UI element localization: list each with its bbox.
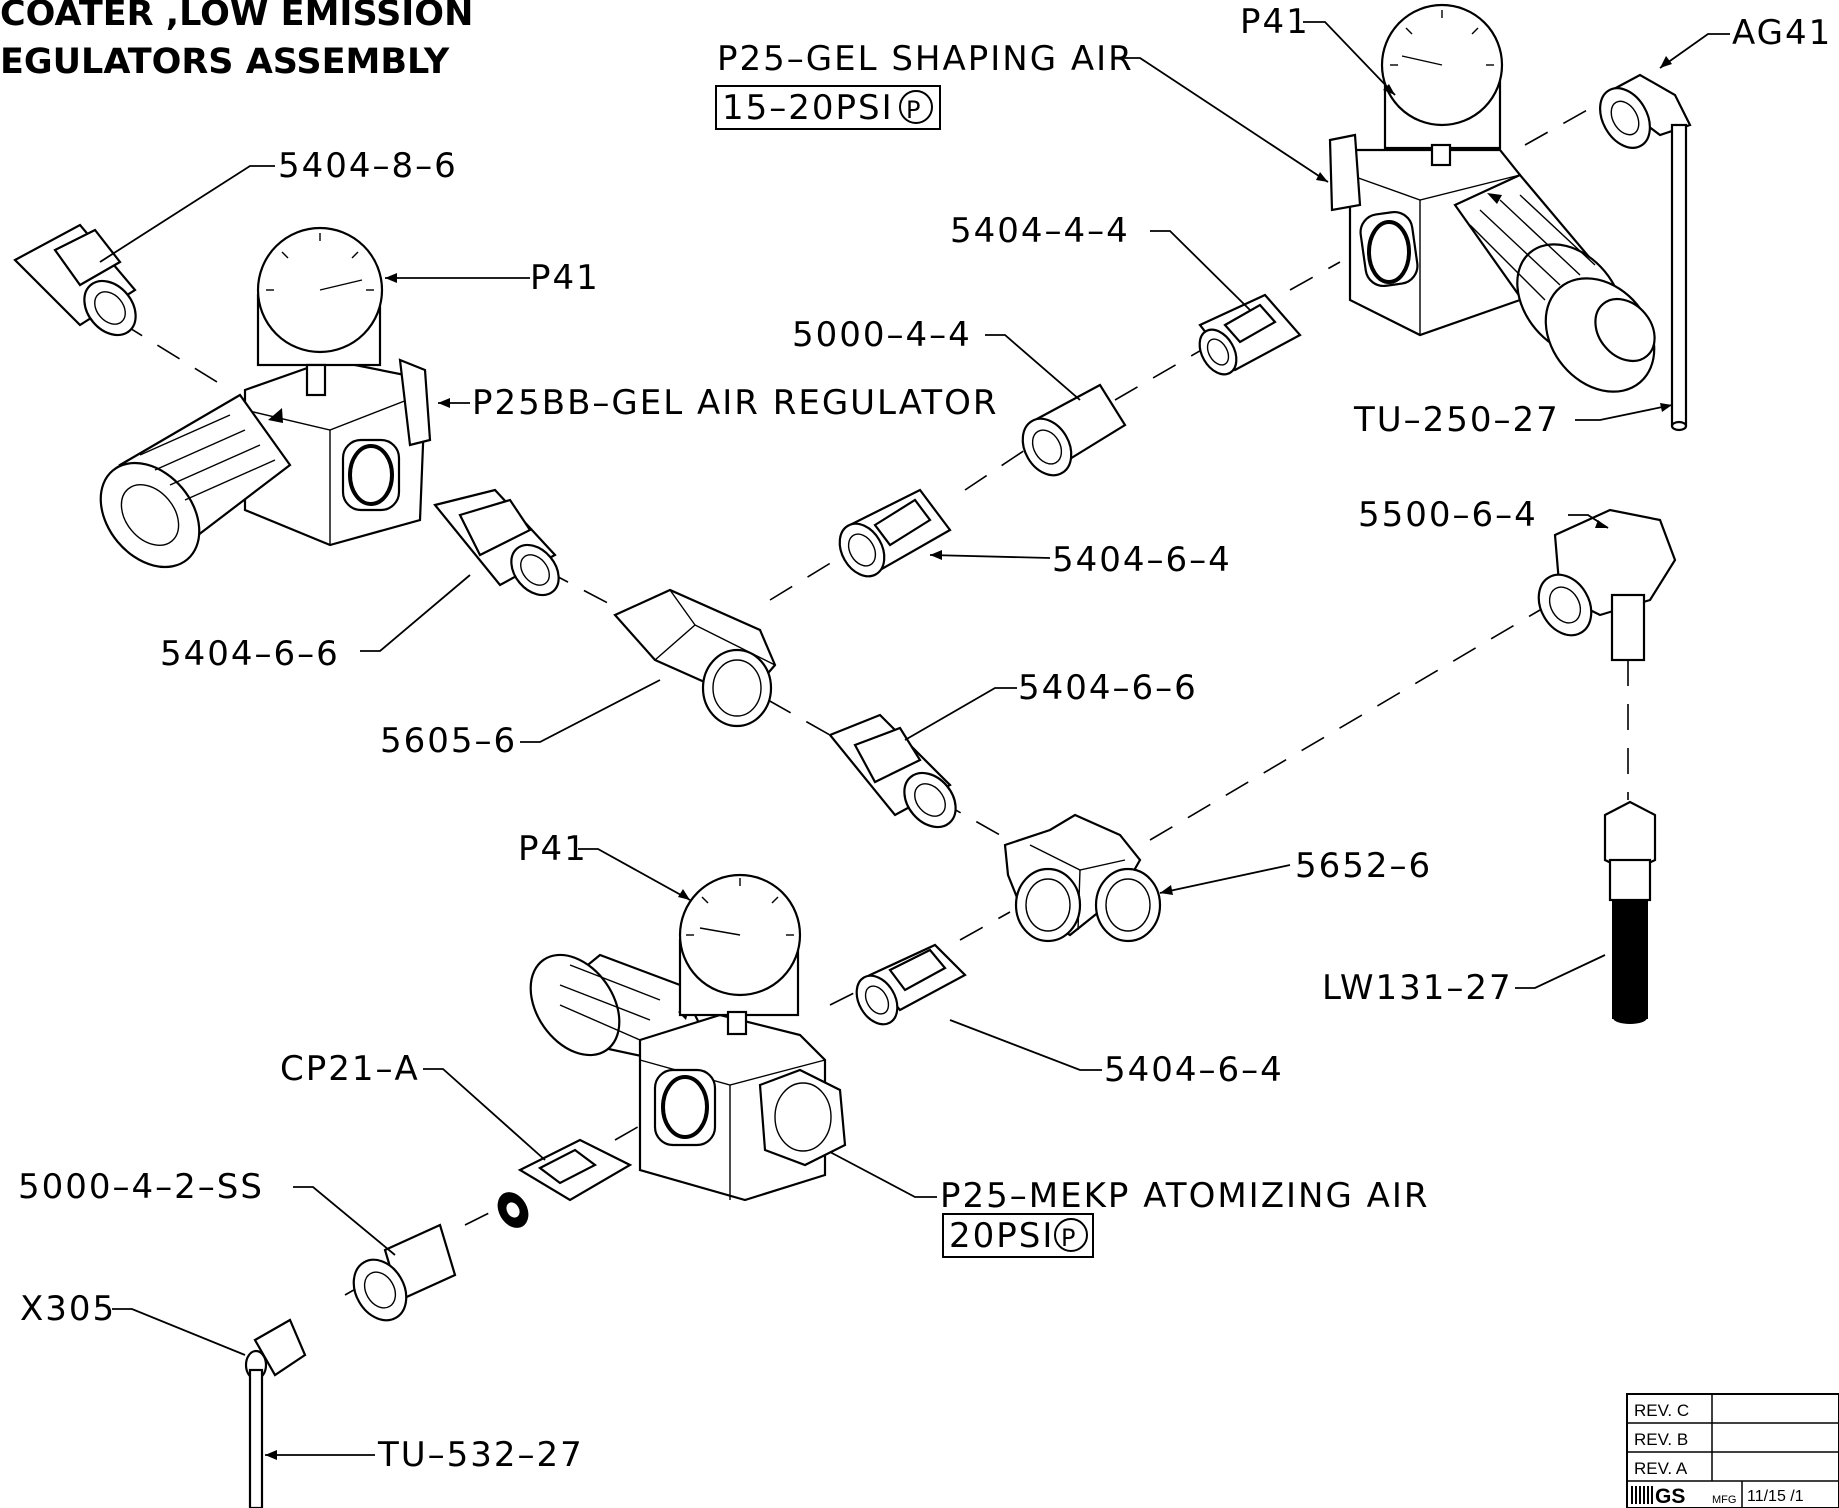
label-p41-top: P41 <box>1240 2 1310 42</box>
label-5404-8-6: 5404–8–6 <box>278 146 458 186</box>
leader-arrowheads <box>265 56 1672 1460</box>
elbow-fitting-ag41 <box>1599 73 1692 432</box>
hose-lw131-27 <box>1603 800 1657 1024</box>
check-valve-cp21-a <box>497 1138 633 1228</box>
cross-5652-6 <box>1003 813 1162 943</box>
label-5605-6: 5605–6 <box>380 721 517 761</box>
label-5404-6-4-lower: 5404–6–4 <box>1104 1050 1284 1090</box>
label-lw131-27: LW131–27 <box>1322 968 1513 1008</box>
label-5404-4-4: 5404–4–4 <box>950 211 1130 251</box>
part-labels: P41 AG41 P25–GEL SHAPING AIR 15–20PSI P … <box>18 2 1832 1475</box>
label-5500-6-4: 5500–6–4 <box>1358 495 1538 535</box>
regulator-gel-air <box>99 226 432 569</box>
rev-a-label: REV. A <box>1634 1459 1688 1478</box>
label-5000-4-2-ss: 5000–4–2–SS <box>18 1167 264 1207</box>
elbow-fitting-x305 <box>244 1318 307 1508</box>
label-p25bb-gel-air-regulator: P25BB–GEL AIR REGULATOR <box>472 383 999 423</box>
label-ag41: AG41 <box>1732 13 1832 53</box>
adjustment-knob-left <box>99 393 292 569</box>
leader-lines <box>99 21 1730 1456</box>
label-p41-left: P41 <box>530 258 600 298</box>
pressure-gauge-top <box>1380 3 1504 167</box>
label-5404-6-6-middle: 5404–6–6 <box>1018 668 1198 708</box>
label-5404-6-4-upper: 5404–6–4 <box>1052 540 1232 580</box>
label-5404-6-6-left: 5404–6–6 <box>160 634 340 674</box>
revision-block: REV. C REV. B REV. A GS MFG 11/15 /1 <box>1626 1393 1839 1508</box>
rev-c-label: REV. C <box>1634 1401 1689 1420</box>
label-psi-15-20: 15–20PSI <box>722 88 894 128</box>
nipple-5404-8-6 <box>13 223 137 337</box>
drawing-title-line-1: COATER ,LOW EMISSION <box>0 0 474 34</box>
label-psi-20: 20PSI <box>949 1216 1054 1256</box>
pressure-gauge-bottom <box>678 873 802 1036</box>
nipple-5404-6-6-left <box>433 488 560 597</box>
psi-box-mekp <box>942 1213 1094 1258</box>
label-p25-gel-shaping-air: P25–GEL SHAPING AIR <box>717 39 1134 79</box>
coupling-5000-4-4 <box>1021 383 1127 477</box>
psi-box-gel-shaping <box>715 85 941 130</box>
label-tu-250-27: TU–250–27 <box>1353 400 1560 440</box>
nipple-5404-6-6-middle <box>828 713 957 829</box>
adjustment-knob-top <box>1453 173 1656 393</box>
label-x305: X305 <box>20 1289 116 1329</box>
label-5000-4-4: 5000–4–4 <box>792 315 972 355</box>
label-p41-bottom: P41 <box>518 829 588 869</box>
label-p25-mekp-atomizing-air: P25–MEKP ATOMIZING AIR <box>940 1176 1430 1216</box>
logo-text: GS <box>1655 1485 1685 1508</box>
drawing-title-line-2: EGULATORS ASSEMBLY <box>0 42 450 82</box>
label-tu-532-27: TU–532–27 <box>377 1435 584 1475</box>
nipple-5404-6-4-lower <box>855 943 967 1026</box>
nipple-5404-4-4 <box>1198 293 1302 376</box>
tee-5605-6 <box>613 588 777 728</box>
elbow-5500-6-4 <box>1537 508 1677 662</box>
company-logo: GS MFG <box>1631 1485 1736 1508</box>
nipple-5404-6-4-upper <box>838 488 952 578</box>
rev-b-label: REV. B <box>1634 1430 1688 1449</box>
regulator-mekp-atomizing-air <box>529 873 847 1202</box>
regulator-gel-shaping-air <box>1328 3 1656 393</box>
label-psi-p-top: P <box>906 96 920 124</box>
revision-date: 11/15 /1 <box>1747 1488 1804 1505</box>
mfg-text: MFG <box>1712 1494 1736 1506</box>
pressure-gauge-left <box>256 226 384 397</box>
label-psi-p-bottom: P <box>1061 1224 1075 1252</box>
label-5652-6: 5652–6 <box>1295 846 1432 886</box>
label-cp21-a: CP21–A <box>280 1049 420 1089</box>
coupling-5000-4-2-ss <box>352 1223 457 1322</box>
